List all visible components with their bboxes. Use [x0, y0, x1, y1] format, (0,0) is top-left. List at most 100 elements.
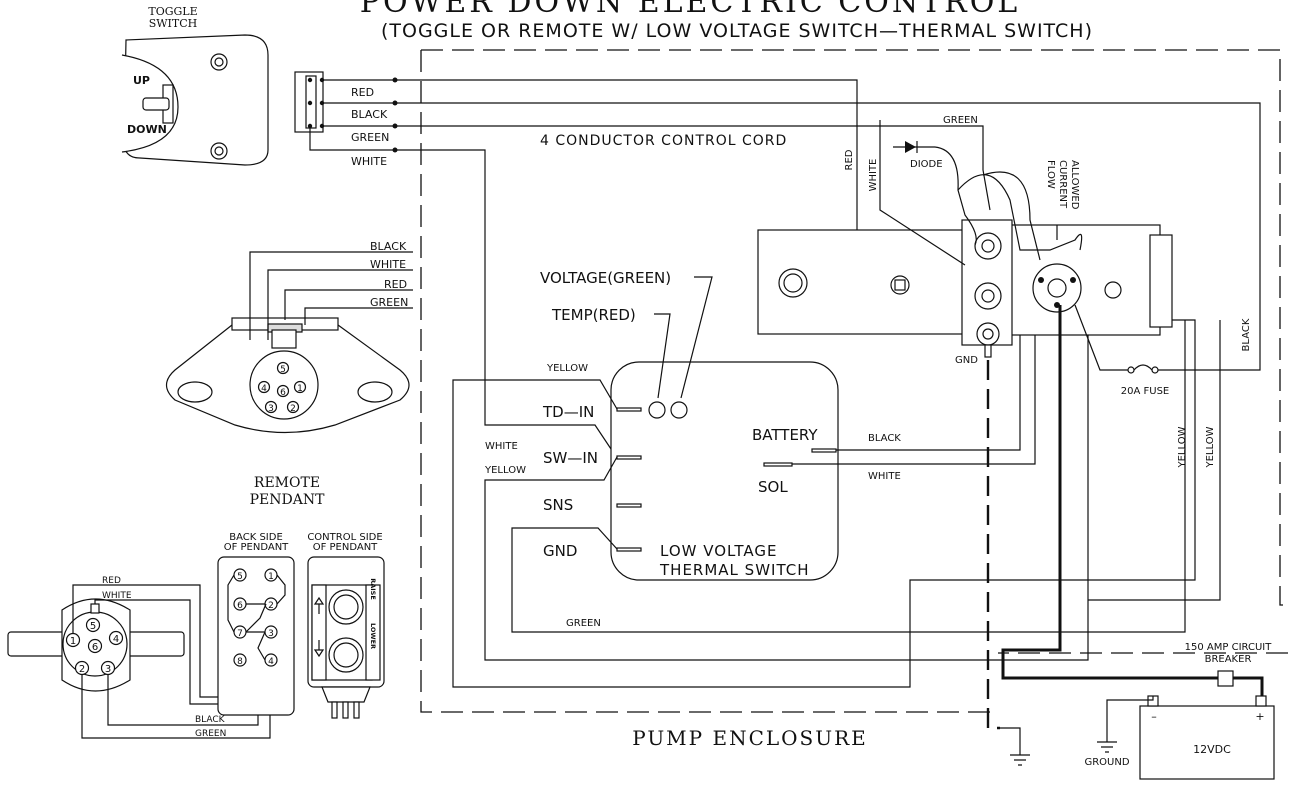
svg-text:6: 6: [92, 642, 98, 653]
sol-label: SOL: [758, 478, 788, 496]
pendant-plug: 1 5 4 6 2 3: [7, 598, 185, 692]
pendant-back-side: BACK SIDE OF PENDANT 5 1 6 2 7 3 8 4: [217, 532, 295, 716]
svg-text:THERMAL SWITCH: THERMAL SWITCH: [659, 561, 809, 579]
temp-led: [648, 401, 666, 419]
voltage-led: [670, 401, 688, 419]
yellow-label-v1: YELLOW: [1177, 426, 1188, 468]
ground-symbol: [1010, 754, 1030, 766]
black-label-lvts: BLACK: [868, 433, 901, 444]
fuse-20a: 20A FUSE: [1074, 304, 1190, 397]
cord-red-label: RED: [351, 86, 374, 99]
battery-term-label: BATTERY: [752, 426, 818, 444]
allowed-current-flow: ALLOWED: [1069, 160, 1080, 210]
white-label-lvts: WHITE: [485, 441, 518, 452]
pendant-red-label: RED: [384, 278, 407, 291]
svg-text:2: 2: [290, 404, 296, 414]
svg-text:150 AMP CIRCUIT: 150 AMP CIRCUIT: [1185, 642, 1273, 653]
svg-text:3: 3: [268, 404, 274, 414]
svg-text:3: 3: [105, 664, 111, 675]
white-label-sol: WHITE: [868, 471, 901, 482]
raise-label: RAISE: [369, 578, 377, 600]
pump-enclosure-label: PUMP ENCLOSURE: [632, 726, 868, 750]
svg-text:4: 4: [268, 657, 274, 667]
svg-text:2: 2: [268, 601, 274, 611]
circuit-breaker-150a: 150 AMP CIRCUIT BREAKER: [1185, 642, 1273, 687]
cord-green-label: GREEN: [351, 131, 389, 144]
svg-text:7: 7: [237, 629, 243, 639]
sw-in-label: SW—IN: [543, 449, 598, 467]
pendant-control-side: CONTROL SIDE OF PENDANT RAISE LOWER: [307, 532, 385, 719]
svg-text:20A FUSE: 20A FUSE: [1121, 386, 1169, 397]
svg-text:BREAKER: BREAKER: [1205, 654, 1252, 665]
temp-label: TEMP(RED): [551, 306, 636, 324]
plug-green-label: GREEN: [195, 729, 226, 739]
pendant-black-label: BLACK: [370, 240, 407, 253]
yellow-label-1: YELLOW: [546, 363, 588, 374]
svg-text:6: 6: [237, 601, 243, 611]
diagram-title: POWER DOWN ELECTRIC CONTROL: [360, 0, 1020, 20]
plug-red-label: RED: [102, 576, 121, 586]
plug-black-label: BLACK: [195, 715, 226, 725]
pump-gnd-label: GND: [955, 355, 978, 366]
remote-pendant-title: REMOTE: [254, 475, 320, 491]
svg-text:OF PENDANT: OF PENDANT: [313, 542, 378, 553]
control-cord-label: 4 CONDUCTOR CONTROL CORD: [540, 133, 787, 149]
cord-terminal-block: [294, 71, 325, 133]
wire-black: [395, 102, 1261, 371]
svg-text:1: 1: [297, 384, 303, 394]
svg-text:4: 4: [113, 634, 119, 645]
remote-pendant-connector: 5 4 6 1 3 2: [165, 317, 410, 434]
svg-text:5: 5: [280, 365, 286, 375]
svg-text:4: 4: [261, 384, 267, 394]
battery-label: 12VDC: [1193, 743, 1231, 756]
ground-label: GROUND: [1084, 757, 1129, 768]
toggle-title: TOGGLE: [148, 5, 197, 18]
pump-enclosure-boundary: [421, 49, 1288, 606]
toggle-up-label: UP: [133, 74, 150, 87]
diagram-subtitle: (TOGGLE OR REMOTE W/ LOW VOLTAGE SWITCH—…: [381, 20, 1093, 42]
pump-motor: [757, 219, 1173, 358]
battery-12vdc: – + 12VDC: [1139, 695, 1275, 780]
low-voltage-thermal-switch: VOLTAGE(GREEN) TEMP(RED) TD—IN SW—IN SNS…: [540, 269, 839, 581]
svg-text:OF PENDANT: OF PENDANT: [224, 542, 289, 553]
svg-text:5: 5: [90, 621, 96, 632]
td-in-label: TD—IN: [542, 403, 594, 421]
voltage-label: VOLTAGE(GREEN): [540, 269, 671, 287]
toggle-switch: TOGGLE SWITCH UP DOWN: [121, 5, 269, 166]
svg-text:3: 3: [268, 629, 274, 639]
lower-label: LOWER: [369, 623, 377, 649]
green-label-lvts: GREEN: [566, 618, 601, 629]
gnd-label: GND: [543, 542, 577, 560]
red-label-vert: RED: [844, 149, 855, 170]
svg-text:CONTROL SIDE: CONTROL SIDE: [307, 532, 382, 543]
svg-text:+: +: [1255, 710, 1264, 723]
wire-green: [395, 125, 991, 211]
pendant-pin-numbers: 5 4 6 1 3 2: [257, 361, 307, 414]
svg-text:1: 1: [70, 636, 76, 647]
black-label-v: BLACK: [1241, 318, 1252, 351]
plug-white-label: WHITE: [102, 591, 132, 601]
svg-text:5: 5: [237, 572, 243, 582]
svg-text:–: –: [1151, 710, 1157, 723]
pendant-white-label: WHITE: [370, 258, 406, 271]
svg-text:DIODE: DIODE: [910, 159, 943, 170]
svg-text:BACK SIDE: BACK SIDE: [229, 532, 283, 543]
cord-white-label: WHITE: [351, 155, 387, 168]
green-label-top: GREEN: [943, 115, 978, 126]
lvts-name: LOW VOLTAGE: [660, 542, 777, 560]
svg-text:1: 1: [268, 572, 274, 582]
cord-black-label: BLACK: [351, 108, 388, 121]
svg-text:PENDANT: PENDANT: [250, 492, 325, 508]
diode: DIODE: [893, 141, 943, 170]
yellow-label-2: YELLOW: [484, 465, 526, 476]
pendant-green-label: GREEN: [370, 296, 408, 309]
svg-text:2: 2: [79, 664, 85, 675]
svg-text:8: 8: [237, 657, 243, 667]
white-label-vert: WHITE: [868, 159, 879, 192]
svg-text:FLOW: FLOW: [1045, 160, 1056, 189]
yellow-label-v2: YELLOW: [1205, 426, 1216, 468]
wire-white: [395, 149, 640, 456]
svg-text:CURRENT: CURRENT: [1057, 160, 1068, 209]
svg-text:SWITCH: SWITCH: [149, 17, 198, 30]
